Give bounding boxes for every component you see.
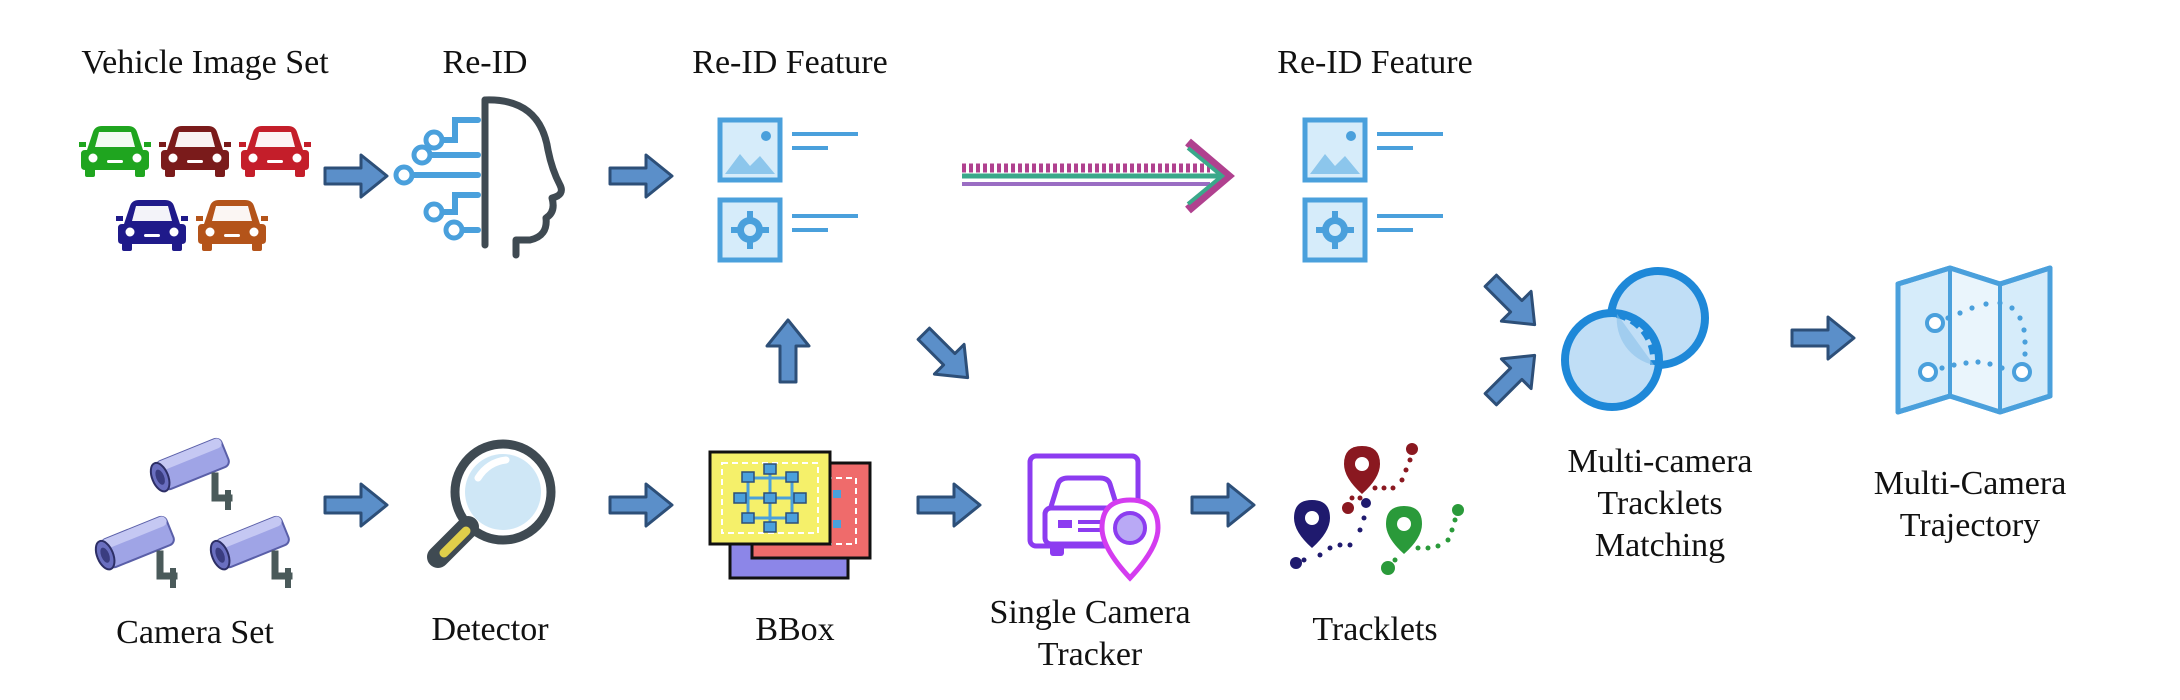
feature-cards-icon — [1305, 120, 1443, 260]
magnifier-icon — [427, 439, 556, 568]
bbox-stack-icon — [708, 450, 872, 580]
arrow-feature-to-matching — [1474, 264, 1551, 341]
arrow-bbox-to-feature — [765, 318, 811, 384]
car-tracker-icon — [1027, 453, 1161, 582]
reid-feature-label-2: Re-ID Feature — [1277, 44, 1472, 81]
mct-label-line2: Trajectory — [1900, 507, 2040, 544]
car-maroon-icon — [159, 126, 231, 177]
map-pins-icon — [1290, 443, 1464, 575]
arrow-tracker-to-tracklets — [1190, 482, 1256, 528]
long-arrow-feature-to-feature — [962, 138, 1235, 214]
single-camera-tracker-label-line1: Single Camera — [989, 594, 1190, 631]
feature-cards-icon — [720, 120, 858, 260]
reid-feature-label-1: Re-ID Feature — [692, 44, 887, 81]
arrow-matching-to-trajectory — [1790, 315, 1856, 361]
arrow-tracklets-to-matching — [1474, 339, 1551, 416]
car-green-icon — [79, 126, 151, 177]
arrow-cameras-to-detector — [323, 482, 389, 528]
vehicle-image-set-label: Vehicle Image Set — [81, 44, 329, 81]
detector-label: Detector — [431, 611, 549, 648]
reid-label: Re-ID — [443, 44, 528, 81]
mctm-label-line2: Tracklets — [1597, 485, 1722, 522]
arrow-bbox-to-tracker — [916, 482, 982, 528]
car-red-icon — [239, 126, 311, 177]
arrow-detector-to-bbox — [608, 482, 674, 528]
camera-set-label: Camera Set — [116, 614, 274, 651]
car-navy-icon — [116, 200, 188, 251]
mctm-label-line3: Matching — [1595, 527, 1725, 564]
tracklets-label: Tracklets — [1312, 611, 1437, 648]
overlap-circles-icon — [1561, 267, 1709, 411]
car-orange-icon — [196, 200, 268, 251]
mct-label-line1: Multi-Camera — [1874, 465, 2067, 502]
single-camera-tracker-label-line2: Tracker — [1038, 636, 1143, 673]
bbox-label: BBox — [755, 611, 834, 648]
vehicle-image-set-icon — [79, 126, 311, 251]
arrow-cars-to-reid — [323, 153, 389, 199]
mctm-label-line1: Multi-camera — [1567, 443, 1752, 480]
ai-head-icon — [393, 96, 565, 259]
arrow-reid-to-feature — [608, 153, 674, 199]
cctv-camera-icon — [92, 437, 291, 588]
arrow-feature-to-tracker — [907, 317, 984, 394]
folded-map-icon — [1895, 265, 2053, 415]
